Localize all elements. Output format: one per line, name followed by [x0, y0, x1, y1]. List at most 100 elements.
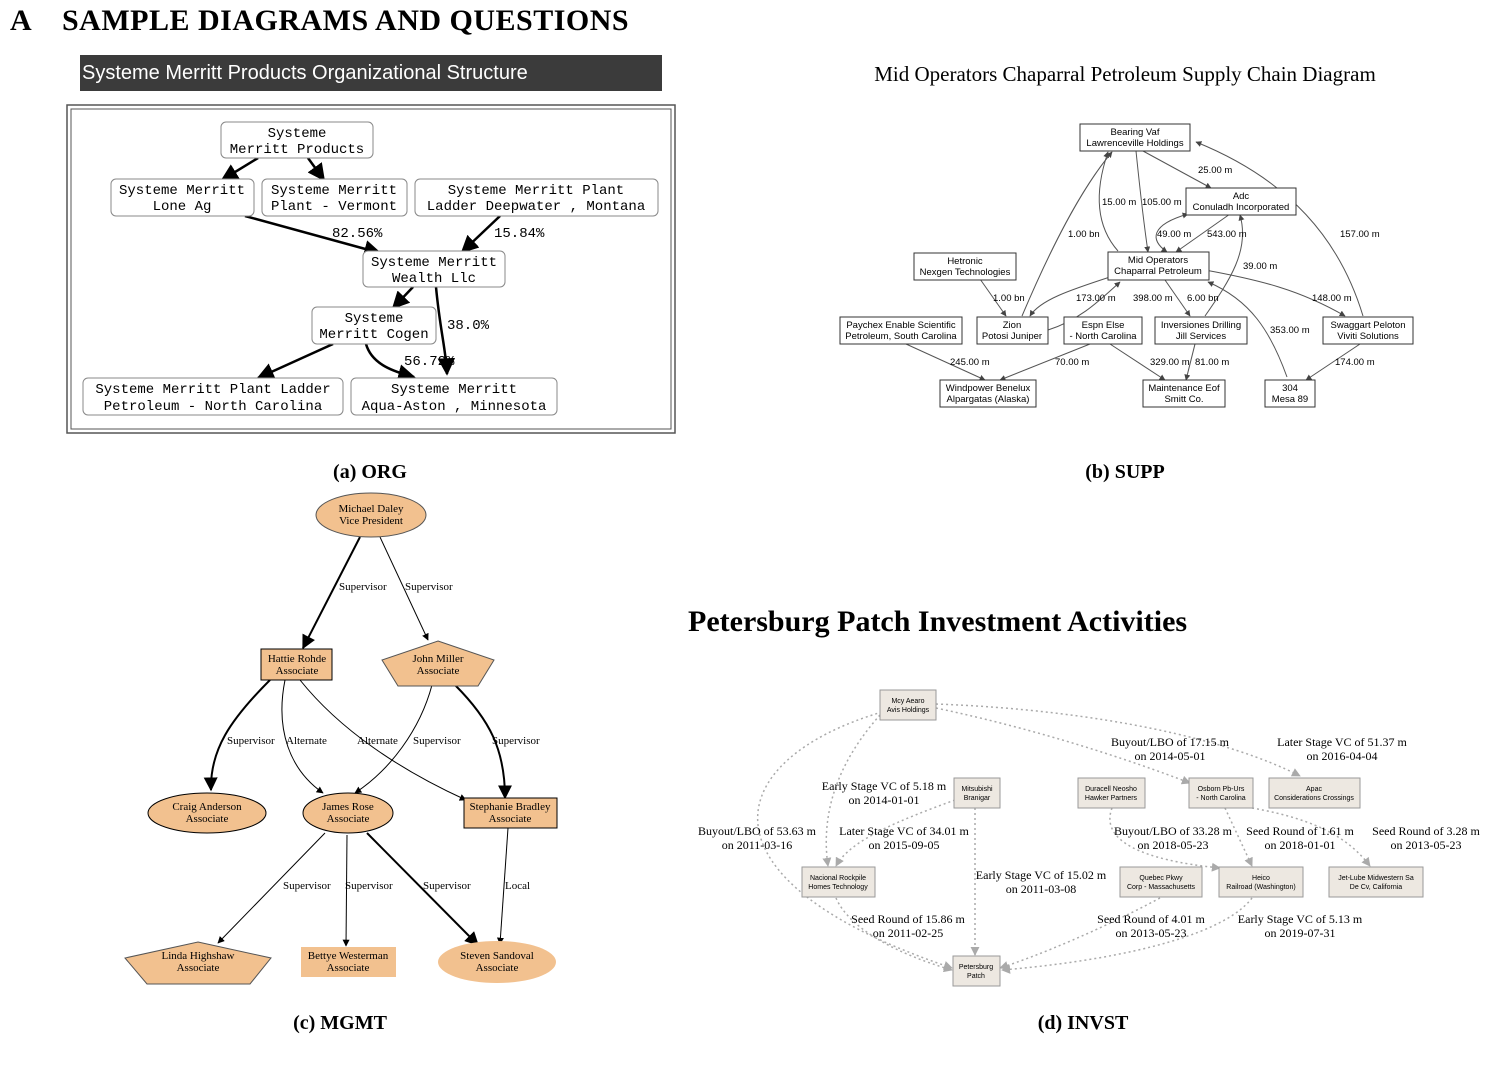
svg-text:Bearing Vaf: Bearing Vaf: [1111, 127, 1160, 138]
svg-text:Systeme Merritt: Systeme Merritt: [391, 382, 517, 398]
org-node-cogen: Systeme Merritt Cogen: [311, 306, 437, 345]
invst-edge-label: on 2011-02-25: [873, 926, 944, 940]
svg-text:Jill Services: Jill Services: [1176, 331, 1226, 342]
invst-edge-label: Early Stage VC of 5.13 m: [1238, 912, 1363, 926]
svg-text:Petroleum, South Carolina: Petroleum, South Carolina: [845, 331, 957, 342]
org-edge-root-vermont: [306, 157, 326, 182]
supp-node-inversiones: Inversiones Drilling Jill Services: [1154, 316, 1248, 345]
org-edge-wealth-cogen: [391, 286, 414, 310]
svg-text:Associate: Associate: [417, 665, 460, 677]
supp-node-hetronic: Hetronic Nexgen Technologies: [913, 252, 1017, 281]
supp-edge-label: 329.00 m: [1150, 357, 1190, 368]
invst-edge-label: on 2019-07-31: [1265, 926, 1336, 940]
svg-text:Associate: Associate: [489, 813, 532, 825]
svg-text:James Rose: James Rose: [322, 801, 374, 813]
mgmt-node-highshaw: Linda Highshaw Associate: [124, 941, 272, 985]
caption-mgmt: (c) MGMT: [293, 1012, 387, 1034]
invst-node-osborn: Osborn Pb-Urs - North Carolina: [1188, 777, 1254, 809]
svg-text:Associate: Associate: [186, 813, 229, 825]
org-frame-outer: [66, 104, 676, 434]
invst-chart-title: Petersburg Patch Investment Activities: [688, 605, 1188, 638]
svg-text:Associate: Associate: [327, 962, 370, 974]
svg-text:Hawker Partners: Hawker Partners: [1085, 795, 1138, 802]
org-node-montana: Systeme Merritt Plant Ladder Deepwater ,…: [414, 178, 659, 217]
invst-edge-label: Later Stage VC of 51.37 m: [1277, 735, 1407, 749]
mgmt-edge-label: Supervisor: [413, 735, 461, 747]
caption-supp: (b) SUPP: [1085, 461, 1165, 483]
invst-edge-label: on 2018-05-23: [1138, 838, 1209, 852]
svg-text:Adc: Adc: [1233, 191, 1250, 202]
org-edge-label: 38.0%: [447, 318, 490, 334]
supp-chart-title: Mid Operators Chaparral Petroleum Supply…: [874, 62, 1376, 86]
mgmt-node-anderson: Craig Anderson Associate: [147, 792, 267, 834]
invst-edge-label: Early Stage VC of 5.18 m: [822, 779, 947, 793]
invst-edge-label: on 2018-01-01: [1265, 838, 1336, 852]
supp-edge-label: 148.00 m: [1312, 293, 1352, 304]
svg-text:Systeme Merritt Plant Ladder: Systeme Merritt Plant Ladder: [95, 382, 330, 398]
org-node-wealth: Systeme Merritt Wealth Llc: [362, 250, 506, 288]
svg-text:Chaparral Petroleum: Chaparral Petroleum: [1114, 266, 1202, 277]
svg-text:Alpargatas (Alaska): Alpargatas (Alaska): [947, 394, 1030, 405]
svg-text:Conuladh Incorporated: Conuladh Incorporated: [1193, 202, 1290, 213]
svg-text:Potosi Juniper: Potosi Juniper: [982, 331, 1042, 342]
svg-text:Homes Technology: Homes Technology: [808, 884, 868, 891]
mgmt-edge-label: Supervisor: [345, 880, 393, 892]
mgmt-edge-label: Supervisor: [405, 581, 453, 593]
invst-edge-label: on 2011-03-16: [722, 838, 793, 852]
mgmt-node-bradley: Stephanie Bradley Associate: [463, 797, 558, 829]
svg-text:Merritt Cogen: Merritt Cogen: [319, 327, 428, 343]
svg-text:Considerations Crossings: Considerations Crossings: [1274, 795, 1354, 802]
caption-org: (a) ORG: [333, 461, 407, 483]
invst-edge-label: on 2011-03-08: [1006, 882, 1077, 896]
invst-edge-label: on 2014-05-01: [1135, 749, 1206, 763]
invst-node-petersburg: Petersburg Patch: [952, 955, 1001, 987]
mgmt-edge-label: Supervisor: [283, 880, 331, 892]
supp-node-espn: Espn Else - North Carolina: [1063, 316, 1143, 345]
svg-text:Nacional Rockpile: Nacional Rockpile: [810, 875, 866, 882]
supp-edge-label: 1.00 bn: [993, 293, 1025, 304]
svg-text:304: 304: [1282, 383, 1298, 394]
svg-text:Jet-Lube Midwestern Sa: Jet-Lube Midwestern Sa: [1338, 875, 1414, 882]
svg-text:Aqua-Aston , Minnesota: Aqua-Aston , Minnesota: [362, 399, 547, 415]
mgmt-edge-label: Supervisor: [339, 581, 387, 593]
invst-diagram: Buyout/LBO of 17.15 m on 2014-05-01 Late…: [698, 689, 1480, 987]
svg-text:- North Carolina: - North Carolina: [1196, 795, 1246, 802]
invst-edge-label: Buyout/LBO of 53.63 m: [698, 824, 817, 838]
mgmt-edge-label: Supervisor: [423, 880, 471, 892]
org-chart-title: Systeme Merritt Products Organizational …: [80, 55, 662, 91]
org-edge-lone-wealth: [244, 214, 382, 258]
svg-text:Apac: Apac: [1306, 786, 1322, 793]
svg-text:Quebec Pkwy: Quebec Pkwy: [1139, 875, 1183, 882]
svg-text:Lawrenceville Holdings: Lawrenceville Holdings: [1086, 138, 1183, 149]
svg-text:Nexgen Technologies: Nexgen Technologies: [920, 267, 1011, 278]
svg-text:Corp - Massachusetts: Corp - Massachusetts: [1127, 884, 1196, 891]
invst-edge-label: Seed Round of 1.61 m: [1246, 824, 1354, 838]
supp-edge-label: 81.00 m: [1195, 357, 1229, 368]
supp-node-bearing: Bearing Vaf Lawrenceville Holdings: [1079, 123, 1191, 152]
svg-text:Hetronic: Hetronic: [947, 256, 983, 267]
org-edge-montana-wealth: [460, 215, 501, 254]
supp-edge-label: 15.00 m: [1102, 197, 1136, 208]
org-edge-label: 15.84%: [494, 226, 545, 242]
svg-text:Smitt Co.: Smitt Co.: [1164, 394, 1203, 405]
invst-node-jetlube: Jet-Lube Midwestern Sa De Cv, California: [1328, 866, 1424, 898]
svg-text:De Cv, California: De Cv, California: [1350, 884, 1402, 891]
org-node-vermont: Systeme Merritt Plant - Vermont: [261, 178, 408, 217]
supp-edge-label: 173.00 m: [1076, 293, 1116, 304]
supp-edge-label: 1.00 bn: [1068, 229, 1100, 240]
svg-text:Michael Daley: Michael Daley: [338, 503, 404, 515]
section-letter: A: [10, 4, 33, 37]
svg-text:Wealth Llc: Wealth Llc: [392, 271, 476, 287]
mgmt-node-rohde: Hattie Rohde Associate: [260, 648, 333, 681]
invst-edge-label: on 2013-05-23: [1116, 926, 1187, 940]
svg-text:Plant - Vermont: Plant - Vermont: [271, 199, 397, 215]
mgmt-node-sandoval: Steven Sandoval Associate: [438, 941, 556, 983]
svg-text:Linda Highshaw: Linda Highshaw: [161, 950, 234, 962]
svg-text:Maintenance Eof: Maintenance Eof: [1148, 383, 1220, 394]
mgmt-edge-label: Local: [505, 880, 530, 892]
supp-edge-label: 174.00 m: [1335, 357, 1375, 368]
svg-text:Branigar: Branigar: [964, 795, 991, 802]
svg-text:Espn Else: Espn Else: [1082, 320, 1125, 331]
svg-text:Systeme: Systeme: [268, 126, 327, 142]
